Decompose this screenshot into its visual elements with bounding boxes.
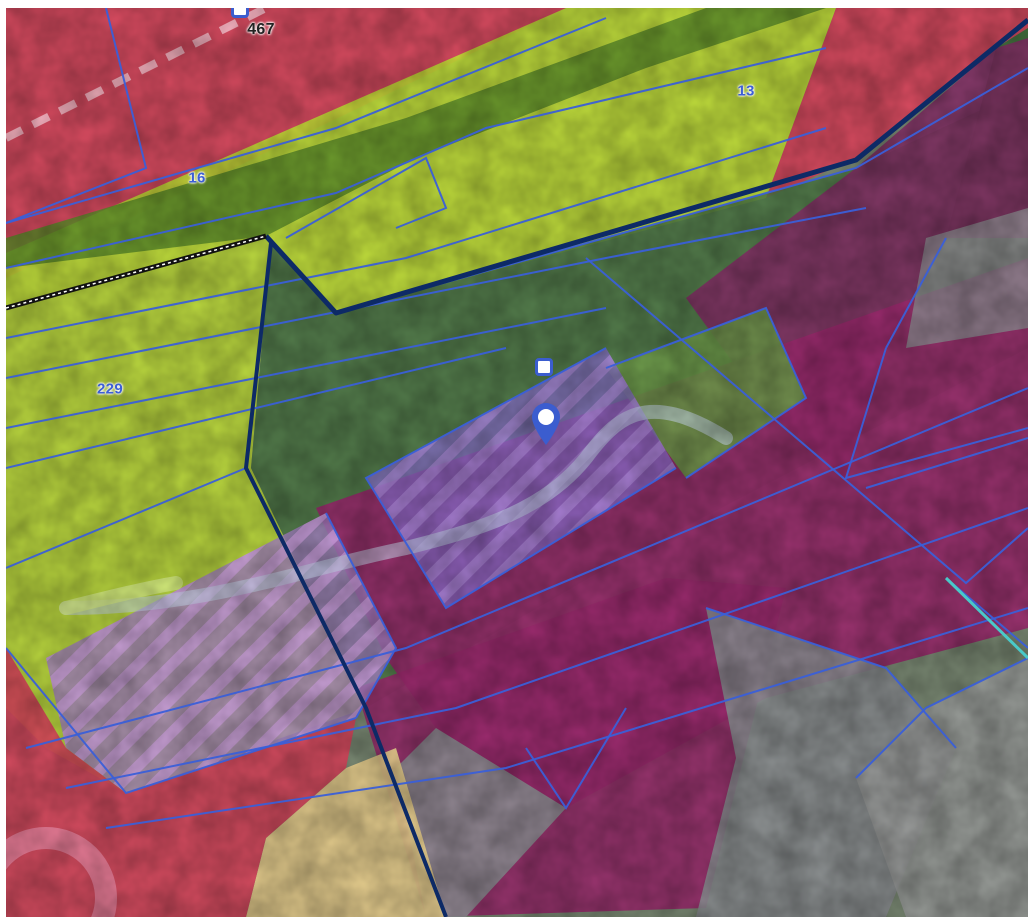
- square-marker-icon[interactable]: [231, 8, 249, 18]
- parcel-label-16[interactable]: 16: [188, 169, 206, 187]
- municipal-boundary: [264, 18, 1028, 316]
- district-boundary-highlight: [6, 235, 267, 309]
- map-viewport[interactable]: 467 13 16 229: [6, 8, 1028, 917]
- map-canvas[interactable]: [6, 8, 1028, 917]
- municipal-boundary-west: [244, 242, 448, 917]
- parcel-lines: [6, 8, 1028, 829]
- teal-line: [944, 576, 1028, 660]
- square-marker-icon[interactable]: [535, 358, 553, 376]
- parcel-label-229[interactable]: 229: [97, 380, 123, 398]
- map-pin-icon[interactable]: [529, 401, 563, 447]
- parcel-label-467[interactable]: 467: [247, 21, 275, 38]
- parcel-label-13[interactable]: 13: [737, 82, 755, 100]
